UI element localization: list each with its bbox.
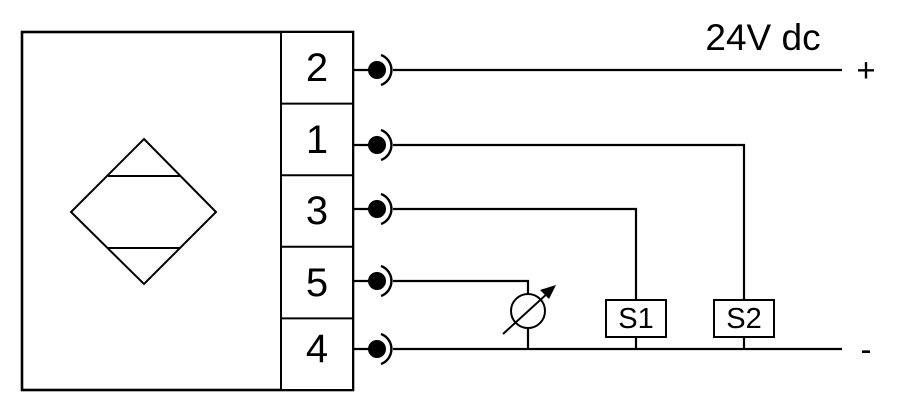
terminal-label-4: 4 <box>306 327 328 371</box>
terminal-connectors <box>353 53 393 366</box>
connector-arc-icon-4 <box>380 332 393 366</box>
connector-dot-icon-3 <box>368 200 386 218</box>
connector-terminal-2 <box>353 53 393 87</box>
terminal-label-3: 3 <box>306 189 328 233</box>
terminal-block-outline <box>280 31 354 391</box>
connector-arc-icon-1 <box>380 128 393 162</box>
terminal-block: 2 1 3 5 4 <box>280 31 354 391</box>
connector-terminal-4 <box>353 332 393 366</box>
terminal-label-1: 1 <box>306 118 328 162</box>
terminal-label-2: 2 <box>306 46 328 90</box>
polarity-positive-label: + <box>856 52 875 89</box>
connector-terminal-3 <box>353 192 393 226</box>
connector-dot-icon-1 <box>368 136 386 154</box>
wire-terminal-3-to-s1 <box>393 207 638 300</box>
connector-dot-icon-4 <box>368 340 386 358</box>
diamond-outline-icon <box>69 137 218 286</box>
connector-arc-icon-2 <box>380 53 393 87</box>
supply-annotations: 24V dc + - <box>705 17 875 368</box>
wire-terminal-1-to-s2 <box>393 143 746 300</box>
connector-dot-icon-2 <box>368 61 386 79</box>
connector-terminal-1 <box>353 128 393 162</box>
potentiometer-arrow-shaft-icon <box>502 291 550 335</box>
supply-voltage-label: 24V dc <box>705 17 820 58</box>
connector-terminal-5 <box>353 264 393 298</box>
connector-dot-icon-5 <box>368 272 386 290</box>
diamond-flow-sensor-icon <box>69 137 218 286</box>
s2-box-outline <box>713 299 775 338</box>
potentiometer-arrow-head-icon <box>540 285 556 299</box>
s2-label: S2 <box>726 303 761 335</box>
s1-label: S1 <box>618 303 653 335</box>
s1-box-outline <box>605 299 667 338</box>
switch-box-s2: S2 <box>713 299 775 338</box>
connector-arc-icon-5 <box>380 264 393 298</box>
polarity-negative-label: - <box>861 331 872 368</box>
connector-arc-icon-3 <box>380 192 393 226</box>
wire-terminal-5-to-potentiometer <box>393 279 530 294</box>
potentiometer-symbol <box>502 285 556 335</box>
terminal-label-5: 5 <box>306 261 328 305</box>
switch-box-s1: S1 <box>605 299 667 338</box>
wires <box>393 68 842 351</box>
